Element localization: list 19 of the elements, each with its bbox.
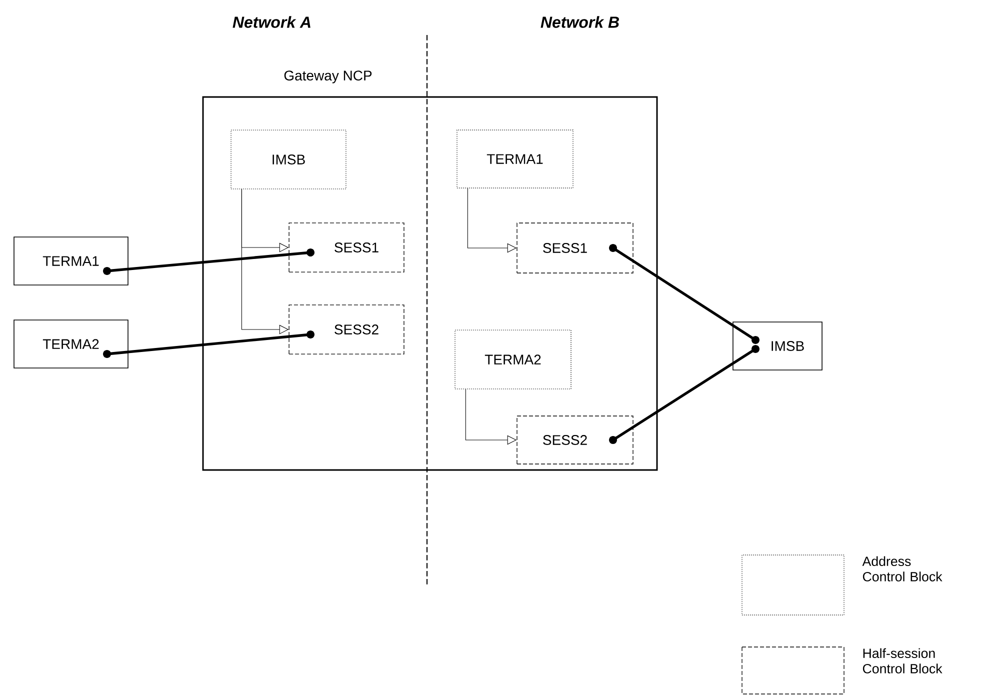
connector-line (609, 345, 760, 444)
connector-line (103, 248, 314, 275)
address-control-block: TERMA1 (456, 130, 574, 188)
half-session-control-block: SESS2 (288, 304, 404, 354)
legend-text: Address Control Block (862, 556, 942, 582)
network-heading: Network B (540, 16, 619, 28)
terminal-box: TERMA2 (14, 320, 128, 368)
terminal-box: TERMA1 (14, 236, 128, 286)
terminal-box: IMSB (732, 322, 822, 370)
node-label: Gateway NCP (284, 70, 372, 84)
address-control-block: TERMA2 (454, 330, 572, 390)
half-session-control-block: SESS2 (516, 416, 634, 464)
half-session-control-block: SESS1 (516, 222, 634, 274)
network-heading: Network A (232, 16, 310, 28)
connector-line (609, 244, 760, 344)
address-control-block: IMSB (230, 130, 346, 190)
half-session-control-block: SESS1 (288, 222, 404, 272)
connector-line (103, 330, 314, 358)
legend-text: Half-session Control Block (862, 648, 942, 674)
